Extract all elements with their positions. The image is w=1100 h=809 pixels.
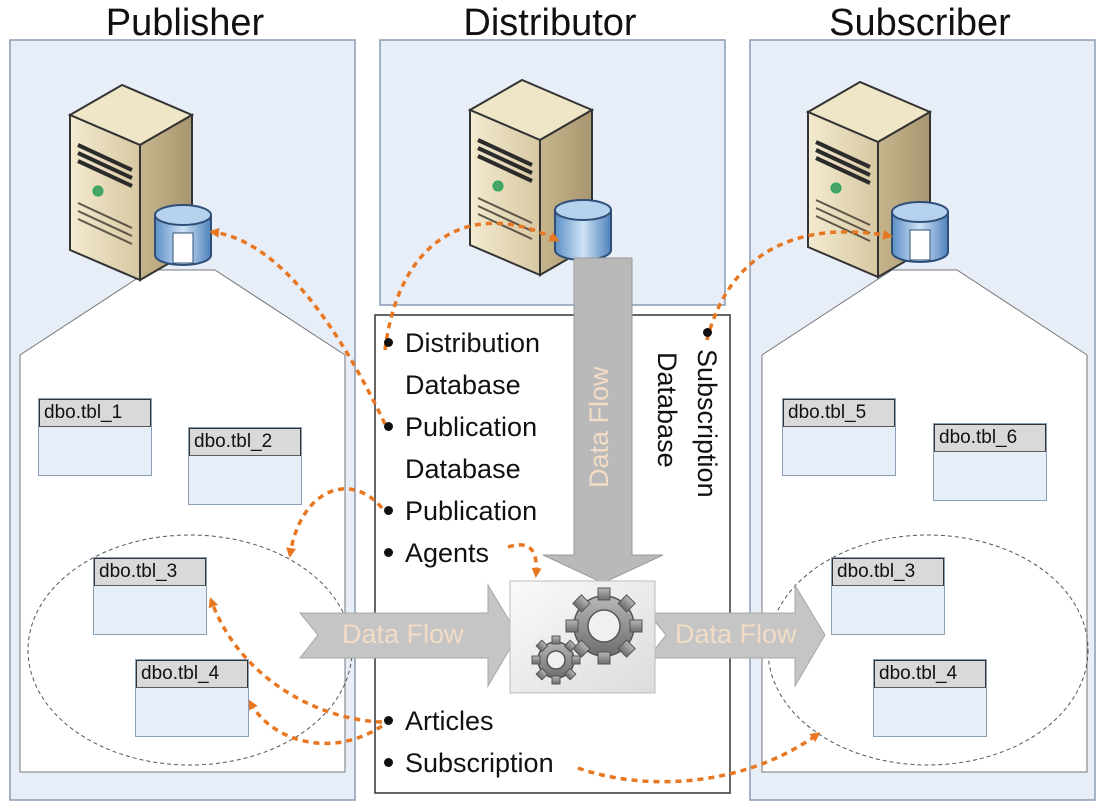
publisher-table-tbl-1: dbo.tbl_1 — [38, 398, 152, 476]
table-name: dbo.tbl_1 — [39, 399, 151, 427]
subscription-database-label-line1: Subscription — [691, 328, 722, 498]
bullet-icon — [384, 758, 393, 768]
left-data-flow-arrow — [298, 583, 519, 688]
subscriber-table-tbl-4: dbo.tbl_4 — [873, 659, 987, 737]
publisher-table-tbl-4: dbo.tbl_4 — [135, 659, 249, 737]
table-name: dbo.tbl_2 — [189, 428, 301, 456]
distributor-title: Distributor — [463, 2, 637, 44]
bullet-icon — [384, 506, 393, 516]
right-data-flow-label: Data Flow — [675, 619, 797, 649]
bullet-icon — [384, 338, 393, 348]
table-name: dbo.tbl_5 — [783, 399, 895, 427]
table-name: dbo.tbl_6 — [934, 424, 1046, 452]
table-name: dbo.tbl_4 — [874, 660, 986, 688]
list-item-publication-database: Publication — [384, 406, 540, 448]
bullet-icon — [384, 716, 393, 726]
publisher-table-tbl-2: dbo.tbl_2 — [188, 427, 302, 505]
publisher-table-tbl-3: dbo.tbl_3 — [93, 557, 207, 635]
left-data-flow-label: Data Flow — [342, 619, 464, 649]
vertical-data-flow-label: Data Flow — [584, 366, 614, 488]
arrow-articles-to-tbl3 — [208, 597, 383, 724]
list-item-distribution-database-line2: Database — [405, 370, 521, 400]
distributor-object-list: Distribution Database Publication Databa… — [384, 322, 540, 574]
arrow-subscription-db-to-subscriber-db — [705, 229, 893, 341]
table-name: dbo.tbl_4 — [136, 660, 248, 688]
table-name: dbo.tbl_3 — [832, 558, 944, 586]
distributor-db-detail — [374, 314, 731, 794]
subscriber-table-tbl-6: dbo.tbl_6 — [933, 423, 1047, 501]
relationship-arrows — [208, 221, 893, 784]
arrow-publication-to-ellipse — [286, 487, 384, 558]
list-item-distribution-database: Distribution — [384, 322, 540, 364]
gears-icon — [531, 587, 643, 685]
list-item-articles: Articles — [384, 700, 554, 742]
list-item-subscription: Subscription — [384, 742, 554, 784]
subscriber-title: Subscriber — [829, 2, 1011, 44]
list-item-publication-database-line2: Database — [405, 454, 521, 484]
distributor-database-icon — [554, 199, 612, 261]
publisher-database-doc-icon — [172, 232, 194, 264]
publisher-title: Publisher — [105, 2, 265, 44]
bullet-icon — [702, 328, 712, 337]
list-item-agents: Agents — [384, 532, 540, 574]
arrow-subscription-to-ellipse — [577, 732, 821, 784]
subscriber-table-tbl-5: dbo.tbl_5 — [782, 398, 896, 476]
distributor-object-list-lower: Articles Subscription — [384, 700, 554, 784]
bullet-icon — [384, 548, 393, 558]
right-data-flow-arrow — [646, 583, 826, 688]
table-name: dbo.tbl_3 — [94, 558, 206, 586]
arrow-distribution-db-to-distributor-db — [383, 221, 560, 351]
bullet-icon — [384, 422, 393, 432]
subscriber-database-doc-icon — [909, 229, 931, 261]
subscription-database-label-line2: Database — [652, 352, 682, 468]
subscriber-table-tbl-3: dbo.tbl_3 — [831, 557, 945, 635]
arrow-agents-to-gears — [507, 543, 542, 578]
arrow-articles-to-tbl4 — [248, 699, 383, 746]
vertical-data-flow-arrow — [542, 257, 664, 584]
list-item-publication: Publication — [384, 490, 540, 532]
